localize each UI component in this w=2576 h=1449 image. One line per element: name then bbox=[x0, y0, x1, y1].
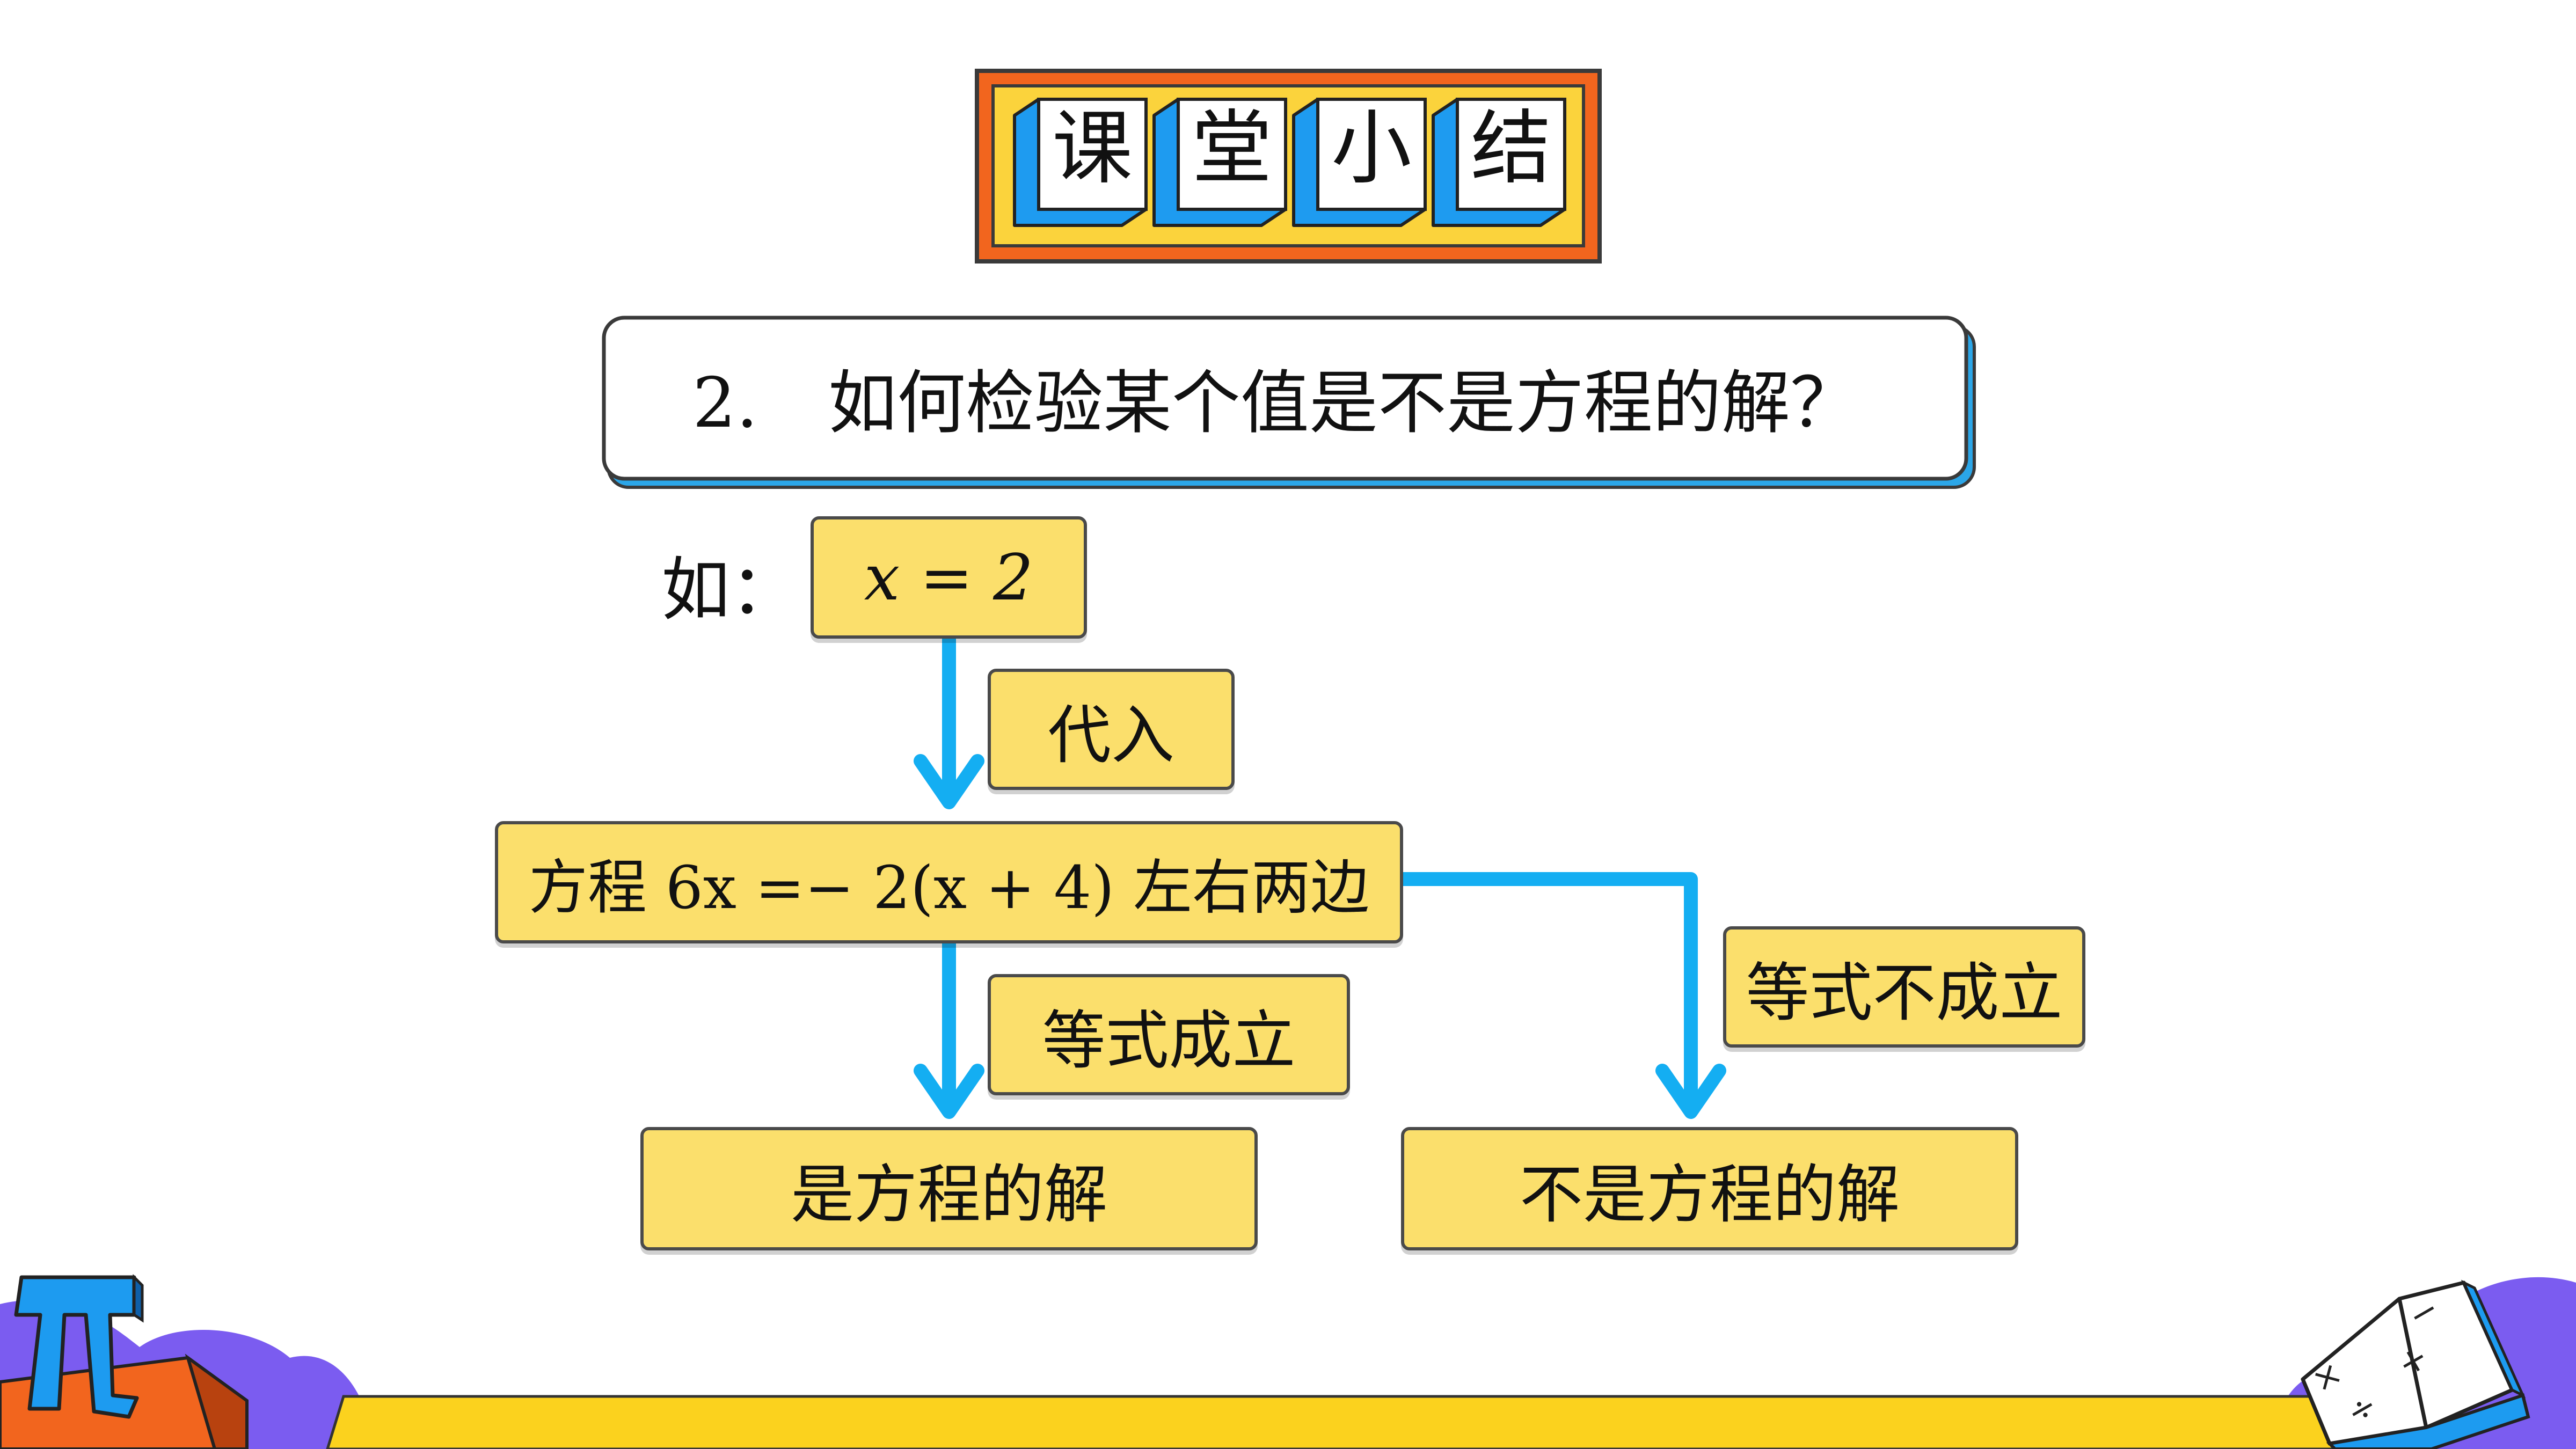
arrow-to-not-solution bbox=[1395, 872, 1726, 1119]
equation-label: 方程 6x =− 2(x + 4) 左右两边 bbox=[528, 853, 1370, 922]
bottom-band bbox=[326, 1395, 2342, 1449]
book-icon bbox=[2301, 1279, 2530, 1449]
not-solution-label: 不是方程的解 bbox=[1519, 1157, 1900, 1232]
not-solution-box: 不是方程的解 bbox=[1401, 1127, 2018, 1250]
equation-box: 方程 6x =− 2(x + 4) 左右两边 bbox=[495, 821, 1403, 943]
true-condition-box: 等式成立 bbox=[988, 974, 1350, 1095]
pi-icon bbox=[14, 1274, 144, 1419]
title-char-1: 课 bbox=[1052, 102, 1133, 195]
question-number: 2. bbox=[692, 363, 758, 443]
example-prefix: 如： bbox=[661, 550, 799, 630]
title-char-2: 堂 bbox=[1192, 102, 1272, 195]
substitute-box: 代入 bbox=[988, 669, 1235, 790]
title-char-3: 小 bbox=[1331, 102, 1412, 195]
false-condition-box: 等式不成立 bbox=[1723, 926, 2085, 1048]
question-text: 如何检验某个值是不是方程的解？ bbox=[828, 363, 1859, 443]
svg-text:2. 如何检验某个值是不是方程的解？: 2. 如何检验某个值是不是方程的解？ bbox=[692, 363, 1859, 443]
is-solution-label: 是方程的解 bbox=[790, 1157, 1107, 1232]
title-tile-1: 课 bbox=[1013, 98, 1148, 227]
arrow-to-equation bbox=[914, 632, 984, 809]
false-condition-label: 等式不成立 bbox=[1746, 955, 2063, 1030]
title-char-4: 结 bbox=[1471, 102, 1551, 195]
title-tile-2: 堂 bbox=[1152, 98, 1287, 227]
arrow-to-solution bbox=[914, 935, 984, 1119]
substitute-label: 代入 bbox=[1047, 698, 1174, 772]
example-value-box: x = 2 bbox=[811, 516, 1087, 639]
question-box bbox=[602, 316, 1968, 481]
title-tile-3: 小 bbox=[1292, 98, 1427, 227]
title-tile-4: 结 bbox=[1432, 98, 1566, 227]
is-solution-box: 是方程的解 bbox=[640, 1127, 1258, 1250]
example-value: x = 2 bbox=[864, 540, 1034, 614]
true-condition-label: 等式成立 bbox=[1042, 1003, 1296, 1078]
